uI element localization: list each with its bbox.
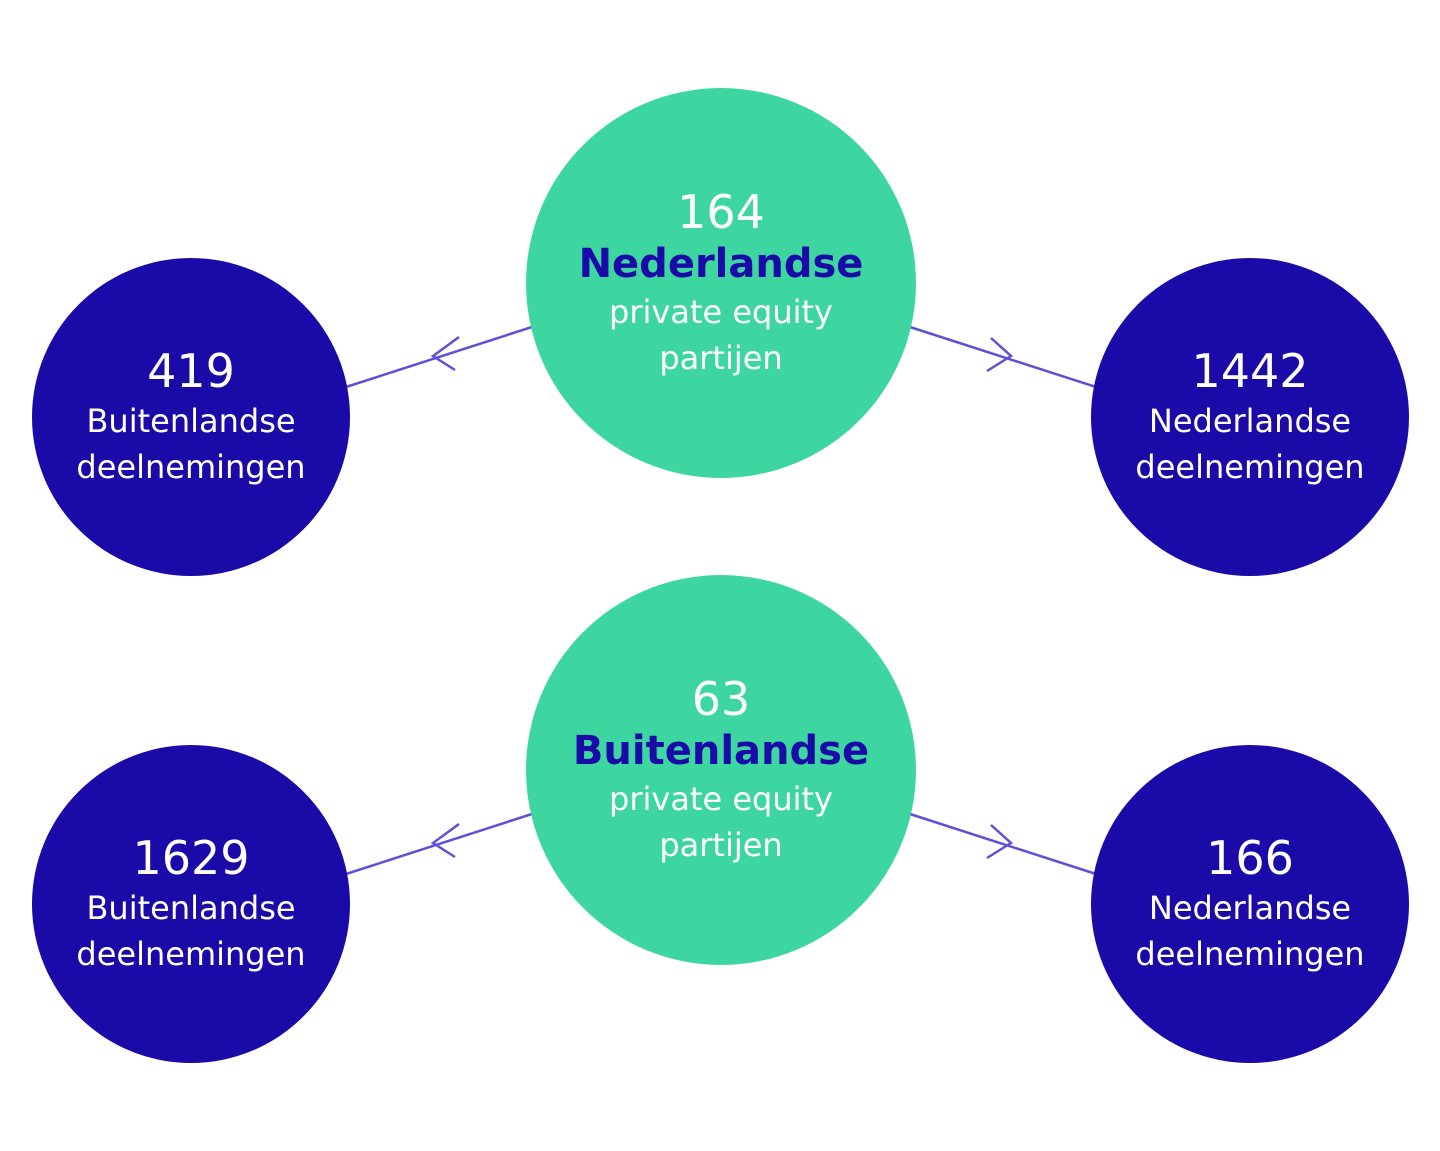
- side-node-line1: Nederlandse: [1148, 402, 1352, 440]
- center-node-number: 164: [677, 185, 765, 239]
- side-node-right-top: 1442 Nederlandse deelnemingen: [1091, 258, 1409, 576]
- center-node-desc-line2: partijen: [659, 826, 783, 864]
- side-node-line2: deelnemingen: [1135, 448, 1365, 486]
- center-node-foreign-pe: 63 Buitenlandse private equity partijen: [526, 575, 916, 965]
- side-node-left-top: 419 Buitenlandse deelnemingen: [32, 258, 350, 576]
- side-node-line2: deelnemingen: [76, 448, 306, 486]
- side-node-line1: Buitenlandse: [86, 402, 296, 440]
- side-node-number: 419: [147, 344, 235, 398]
- side-node-right-bottom: 166 Nederlandse deelnemingen: [1091, 745, 1409, 1063]
- center-node-desc-line1: private equity: [609, 293, 833, 331]
- side-node-number: 166: [1206, 831, 1294, 885]
- arrowhead-left-bottom: [430, 822, 460, 859]
- side-node-left-bottom: 1629 Buitenlandse deelnemingen: [32, 745, 350, 1063]
- arrowhead-right-top: [986, 337, 1014, 373]
- side-node-number: 1629: [132, 831, 250, 885]
- center-node-desc-line2: partijen: [659, 339, 783, 377]
- arrowhead-right-bottom: [986, 824, 1014, 860]
- center-node-kind: Nederlandse: [578, 241, 864, 287]
- side-node-line2: deelnemingen: [76, 935, 306, 973]
- connector-line-right-top: [909, 325, 1097, 389]
- center-node-kind: Buitenlandse: [572, 728, 870, 774]
- connector-line-right-bottom: [909, 812, 1097, 876]
- side-node-line1: Nederlandse: [1148, 889, 1352, 927]
- connector-line-left-bottom: [345, 812, 533, 876]
- center-node-desc-line1: private equity: [609, 780, 833, 818]
- connector-line-left-top: [345, 325, 533, 389]
- side-node-line2: deelnemingen: [1135, 935, 1365, 973]
- side-node-number: 1442: [1191, 344, 1309, 398]
- center-node-dutch-pe: 164 Nederlandse private equity partijen: [526, 88, 916, 478]
- center-node-number: 63: [691, 672, 751, 726]
- arrowhead-left-top: [430, 335, 460, 372]
- side-node-line1: Buitenlandse: [86, 889, 296, 927]
